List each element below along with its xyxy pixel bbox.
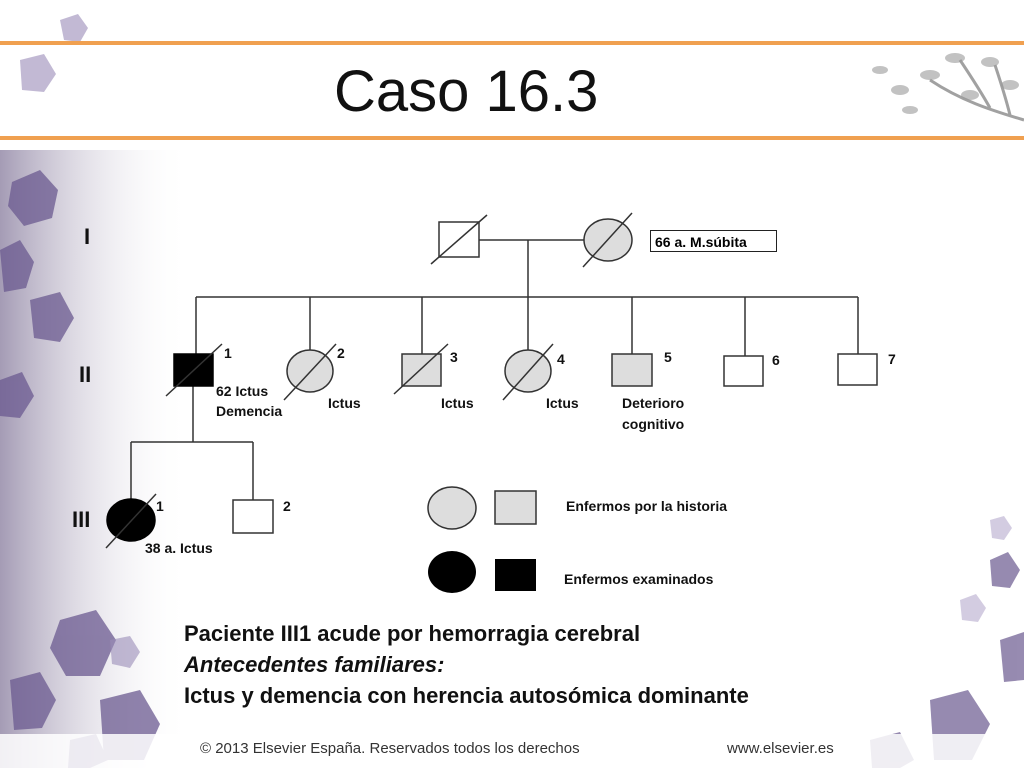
legend-label-examined: Enfermos examinados (564, 571, 714, 587)
legend-square-history (494, 490, 537, 525)
individual-III2 (232, 499, 274, 534)
note-I2-box: 66 a. M.súbita (650, 230, 777, 252)
deceased-mark-I2 (582, 212, 633, 268)
deceased-mark-II3 (393, 343, 449, 395)
legend-circle-examined (428, 551, 476, 593)
number-II4: 4 (557, 351, 565, 367)
legend-label-history: Enfermos por la historia (566, 498, 728, 514)
legend-square-examined (495, 559, 536, 591)
generation-label-III: III (72, 507, 91, 532)
caption-line1: Paciente III1 acude por hemorragia cereb… (184, 621, 641, 646)
note-II1-line1: 62 Ictus (216, 383, 269, 399)
note-II2: Ictus (328, 395, 361, 411)
note-II3: Ictus (441, 395, 474, 411)
footer-copyright: © 2013 Elsevier España. Reservados todos… (200, 740, 580, 757)
deceased-mark-II2 (283, 343, 337, 401)
note-III1: 38 a. Ictus (145, 540, 213, 556)
number-II6: 6 (772, 352, 780, 368)
number-II3: 3 (450, 349, 458, 365)
proband-mark-III1 (105, 493, 157, 549)
number-III2: 2 (283, 498, 291, 514)
number-II5: 5 (664, 349, 672, 365)
note-II5-line1: Deterioro (622, 395, 685, 411)
generation-label-I: I (84, 224, 91, 249)
caption-line3: Ictus y demencia con herencia autosómica… (184, 683, 749, 708)
note-II5-line2: cognitivo (622, 416, 685, 432)
note-II4: Ictus (546, 395, 579, 411)
deceased-mark-II4 (502, 343, 554, 401)
legend-circle-history (427, 486, 477, 530)
number-II7: 7 (888, 351, 896, 367)
individual-II3 (401, 353, 442, 387)
footer-url[interactable]: www.elsevier.es (727, 740, 834, 757)
individual-II7 (837, 353, 878, 386)
number-III1: 1 (156, 498, 164, 514)
deceased-mark-II1 (165, 343, 223, 397)
number-II2: 2 (337, 345, 345, 361)
individual-II5 (611, 353, 653, 387)
individual-II6 (723, 355, 764, 387)
slide-title: Caso 16.3 (334, 59, 599, 124)
number-II1: 1 (224, 345, 232, 361)
generation-label-II: II (79, 362, 92, 387)
deceased-mark-I1 (430, 214, 488, 265)
note-II1-line2: Demencia (216, 403, 283, 419)
caption-line2: Antecedentes familiares: (184, 652, 445, 677)
